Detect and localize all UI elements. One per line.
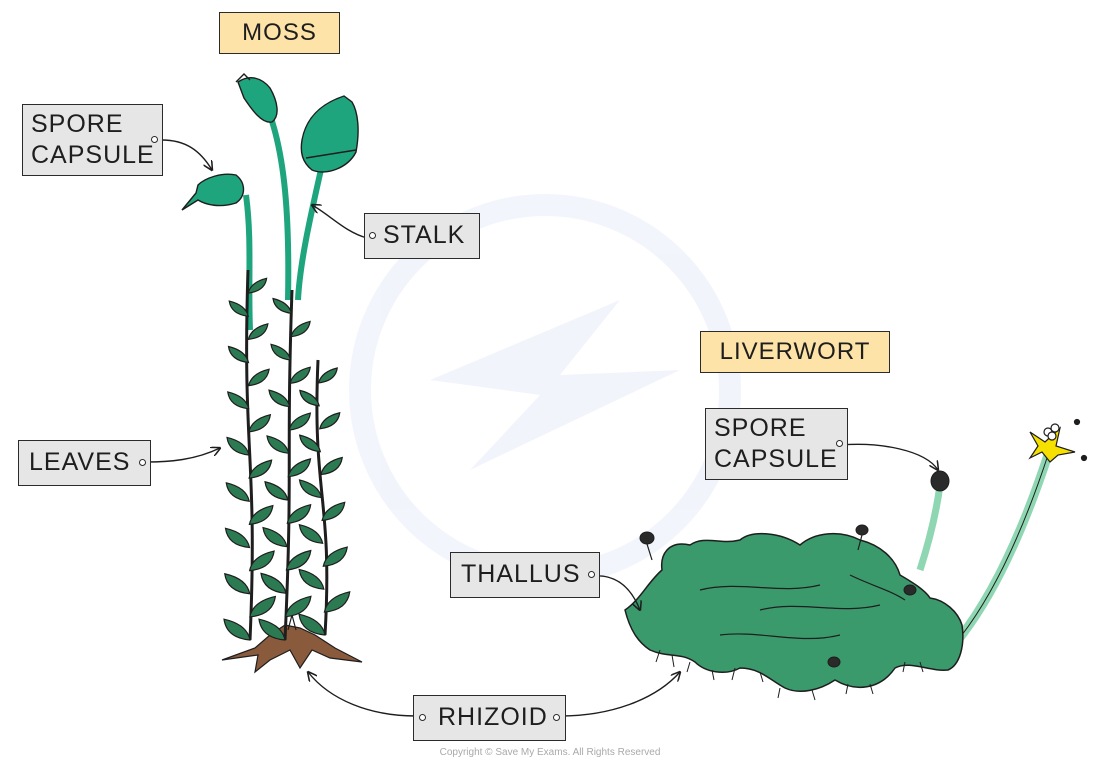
moss-leaf <box>258 618 286 641</box>
moss-leaf <box>223 618 251 641</box>
tag-hole-icon <box>139 459 146 466</box>
moss-leaf <box>248 459 273 479</box>
moss-leaf <box>248 413 272 433</box>
moss-leaf <box>224 572 251 595</box>
leaves-tag: LEAVES <box>18 440 151 486</box>
moss-leaf <box>247 322 269 341</box>
moss-stem <box>283 289 294 641</box>
leaves-label: LEAVES <box>29 448 131 477</box>
moss-leaf <box>298 523 324 545</box>
moss-leaf <box>298 479 323 499</box>
liverwort-thallus <box>624 532 964 692</box>
moss-leaf <box>318 411 341 430</box>
stalk-tag: STALK <box>364 213 480 259</box>
liverwort-yellow-flower <box>1028 418 1088 463</box>
liverwort-title: LIVERWORT <box>700 331 890 373</box>
rhizoid-label: RHIZOID <box>438 703 548 732</box>
moss-leaf <box>317 367 338 384</box>
moss-leaf <box>268 389 291 408</box>
moss-leaf <box>288 412 312 431</box>
liverwort-small-capsules <box>639 524 917 668</box>
moss-spore-capsule-label-2: CAPSULE <box>31 141 155 169</box>
moss-title-text: MOSS <box>242 19 317 46</box>
moss-spore-capsule-tag: SPORE CAPSULE <box>22 104 163 176</box>
moss-leaf <box>321 501 346 522</box>
watermark-logo <box>349 194 741 586</box>
liverwort-stalk-right <box>954 453 1053 643</box>
moss-leaf <box>285 549 312 571</box>
moss-leaf <box>298 613 326 636</box>
moss-leaf <box>299 389 320 407</box>
tag-hole-icon <box>369 232 376 239</box>
moss-leaf <box>272 297 293 315</box>
moss-leaf <box>290 320 311 338</box>
rhizoid-tag: RHIZOID <box>413 695 566 741</box>
copyright-notice: Copyright © Save My Exams. All Rights Re… <box>439 747 661 758</box>
moss-leaf <box>227 391 250 410</box>
moss-leaf <box>289 366 311 385</box>
moss-stem <box>315 359 329 636</box>
moss-leaf <box>262 526 288 548</box>
thallus-tag: THALLUS <box>450 552 600 598</box>
moss-leaf <box>270 343 292 361</box>
tag-hole-icon <box>588 571 595 578</box>
tag-hole-icon <box>836 440 843 447</box>
moss-rhizoids <box>221 612 363 674</box>
tag-hole-icon <box>419 714 426 721</box>
moss-leaf <box>224 527 251 549</box>
moss-leaf <box>247 368 270 387</box>
liverwort-title-text: LIVERWORT <box>719 338 871 365</box>
moss-leaf <box>225 482 251 502</box>
moss-leaf <box>320 456 343 476</box>
moss-stem <box>245 269 254 641</box>
liverwort-stalk-left <box>916 484 944 572</box>
moss-leaf <box>266 435 290 455</box>
moss-stalks <box>243 114 325 331</box>
moss-leaf <box>287 458 312 478</box>
thallus-folds <box>699 574 906 640</box>
liverwort-spore-capsule-label-1: SPORE <box>714 413 807 442</box>
moss-leaf <box>298 434 322 453</box>
moss-leaf <box>323 591 351 613</box>
liverwort-spore-capsule <box>930 470 950 492</box>
moss-leaf <box>248 550 275 572</box>
liverwort-plant <box>624 418 1088 701</box>
moss-leaf <box>249 595 277 618</box>
moss-leaf <box>228 300 250 317</box>
tag-hole-icon <box>151 136 158 143</box>
moss-leaf <box>286 503 312 525</box>
moss-plant <box>181 73 363 674</box>
moss-spore-capsules <box>181 73 359 211</box>
thallus-label: THALLUS <box>461 560 581 589</box>
label-arrows <box>145 139 938 717</box>
moss-leaf <box>260 572 287 595</box>
liverwort-spore-capsule-label-2: CAPSULE <box>714 445 838 473</box>
moss-leaf <box>322 546 348 567</box>
moss-leaf <box>226 436 250 456</box>
moss-leaf <box>298 568 325 590</box>
tag-hole-icon <box>553 714 560 721</box>
moss-leaf <box>264 480 289 501</box>
liverwort-rhizoids <box>655 649 924 701</box>
moss-leaf <box>247 277 268 294</box>
moss-leaf <box>227 345 250 364</box>
stalk-label: STALK <box>383 221 466 250</box>
moss-spore-capsule-label-1: SPORE <box>31 109 124 138</box>
moss-leaves <box>223 269 351 641</box>
moss-leaf <box>284 595 312 618</box>
moss-leaf <box>248 504 274 526</box>
moss-title: MOSS <box>219 12 340 54</box>
liverwort-spore-capsule-tag: SPORE CAPSULE <box>705 408 848 480</box>
